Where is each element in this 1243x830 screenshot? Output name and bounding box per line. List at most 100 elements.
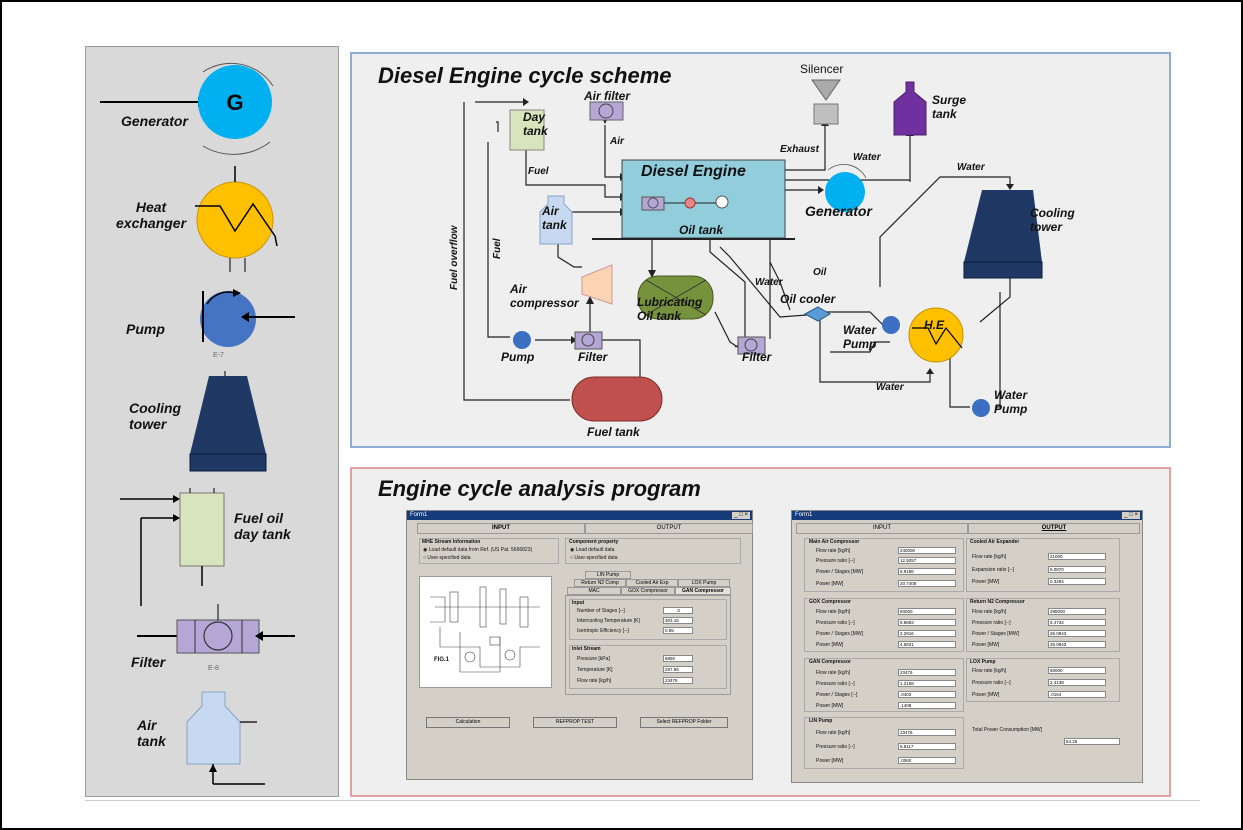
mac-row-value[interactable]: 12.9257 <box>898 557 956 564</box>
water-pump-label-1: Water Pump <box>843 323 877 351</box>
generator-symbol: G <box>100 62 274 155</box>
tab-mac[interactable]: MAC <box>567 587 621 595</box>
rn2-row-value[interactable]: 6.4734 <box>1048 619 1106 626</box>
tab-input[interactable]: INPUT <box>417 523 585 534</box>
diesel-engine-shape <box>621 159 786 239</box>
tab-input[interactable]: INPUT <box>796 523 968 534</box>
tab-lin-pump[interactable]: LIN Pump <box>585 571 631 579</box>
cae-row-value[interactable]: 6.0870 <box>1048 566 1106 573</box>
mhe-option-user[interactable]: ○ User-specified data <box>423 555 471 561</box>
calculation-button[interactable]: Calculation <box>426 717 510 728</box>
gan-row-value[interactable]: 1.2168 <box>898 680 956 687</box>
gan-tab-body <box>565 595 731 695</box>
rn2-row-label: Power [MW] <box>972 642 1000 648</box>
gox-row-value[interactable]: 6.8693 <box>898 619 956 626</box>
cae-title: Cooled Air Expander <box>970 539 1020 545</box>
mhe-option-default[interactable]: ◉ Load default data from Ref. (US Pat. 5… <box>423 547 533 553</box>
rn2-row-value[interactable]: 285000 <box>1048 608 1106 615</box>
legend-air-tank-label: Air tank <box>137 717 166 750</box>
cooling-tower-shape <box>963 190 1043 279</box>
gox-row-value[interactable]: 60000 <box>898 608 956 615</box>
refprop-test-button[interactable]: REFPROP TEST <box>533 717 617 728</box>
lox-row-label: Flow rate [kg/h] <box>972 668 1007 674</box>
oil-label: Oil <box>813 267 827 278</box>
mac-title: Main Air Compressor <box>809 539 860 545</box>
tab-lox-pump[interactable]: LOX Pump <box>678 579 730 587</box>
select-refprop-folder-button[interactable]: Select REFPROP Folder <box>640 717 728 728</box>
num-stages-field[interactable]: 3 <box>663 607 693 614</box>
air-compressor-label: Air compressor <box>510 282 579 310</box>
water-label-2: Water <box>957 162 985 173</box>
rn2-row-label: Flow rate [kg/h] <box>972 609 1007 615</box>
lin-row-value[interactable]: .0060 <box>898 757 956 764</box>
gox-title: GOX Compressor <box>809 599 851 605</box>
rn2-row-value[interactable]: 26.0943 <box>1048 641 1106 648</box>
mac-row-value[interactable]: 240000 <box>898 547 956 554</box>
tab-gox-compressor[interactable]: GOX Compressor <box>621 587 675 595</box>
lubricating-oil-tank-label: Lubricating Oil tank <box>637 295 703 323</box>
total-power-label: Total Power Consumption [MW] <box>972 727 1043 733</box>
lin-row-value[interactable]: 6.5117 <box>898 743 956 750</box>
oil-cooler-label: Oil cooler <box>780 292 836 306</box>
lox-row-value[interactable]: 60000 <box>1048 667 1106 674</box>
lox-row-label: Pressure ratio [--] <box>972 680 1011 686</box>
intercool-temp-field[interactable]: 303.15 <box>663 617 693 624</box>
lox-row-value[interactable]: .0164 <box>1048 691 1106 698</box>
mac-row-label: Pressure ratio [--] <box>816 558 855 564</box>
legend-symbols: G <box>100 62 295 785</box>
isen-eff-field[interactable]: 0.85 <box>663 627 693 634</box>
divider <box>85 800 1200 801</box>
isen-eff-label: Isentropic Efficiency [--] <box>577 628 629 634</box>
gan-group <box>804 658 964 712</box>
tab-cooled-air-exp[interactable]: Cooled Air Exp <box>626 579 678 587</box>
mac-row-value[interactable]: 6.9186 <box>898 568 956 575</box>
flow-rate-label: Flow rate [kg/h] <box>577 678 612 684</box>
air-tank-shape <box>539 195 573 245</box>
cae-row-value[interactable]: 21000 <box>1048 553 1106 560</box>
component-option-user[interactable]: ○ User-specified data <box>570 555 618 561</box>
fuel-oil-day-tank-symbol <box>120 488 225 606</box>
rn2-row-label: Pressure ratio [--] <box>972 620 1011 626</box>
tab-return-n2[interactable]: Return N2 Comp <box>574 579 626 587</box>
lin-row-label: Power [MW] <box>816 758 844 764</box>
fuel-label: Fuel <box>528 166 549 177</box>
gox-row-value[interactable]: 4.5831 <box>898 641 956 648</box>
pump-label: Pump <box>501 350 535 364</box>
lox-group <box>966 658 1120 702</box>
lin-row-value[interactable]: 23476 <box>898 729 956 736</box>
svg-text:G: G <box>226 90 243 115</box>
lin-row-label: Flow rate [kg/h] <box>816 730 851 736</box>
flow-rate-field[interactable]: 23476 <box>663 677 693 684</box>
gan-row-value[interactable]: 23476 <box>898 669 956 676</box>
rn2-title: Return N2 Compressor <box>970 599 1025 605</box>
temperature-field[interactable]: 297.85 <box>663 666 693 673</box>
lin-group <box>804 717 964 769</box>
water-label-3: Water <box>755 277 783 288</box>
air-label: Air <box>610 136 624 147</box>
total-power-value[interactable]: 54.25 <box>1064 738 1120 745</box>
fuel-overflow-label: Fuel overflow <box>449 225 460 290</box>
mac-row-value[interactable]: 20.7408 <box>898 580 956 587</box>
tab-gan-compressor[interactable]: GAN Compressor <box>675 587 731 595</box>
water-pump-shape-1 <box>882 316 900 334</box>
rn2-row-value[interactable]: 26.0943 <box>1048 630 1106 637</box>
tab-output[interactable]: OUTPUT <box>968 523 1140 534</box>
window-controls[interactable]: _ □ × <box>1122 512 1140 519</box>
filter-label-2: Filter <box>742 350 772 364</box>
cooling-tower-label: Cooling tower <box>1030 206 1075 234</box>
tab-output[interactable]: OUTPUT <box>585 523 753 534</box>
scheme-diagram <box>463 79 1043 422</box>
legend-generator-label: Generator <box>121 113 188 129</box>
window-controls[interactable]: _ □ × <box>732 512 750 519</box>
lubricating-oil-tank-shape <box>637 275 714 320</box>
gan-row-value[interactable]: .1408 <box>898 702 956 709</box>
lox-row-value[interactable]: 2.4138 <box>1048 679 1106 686</box>
component-option-default[interactable]: ◉ Load default data <box>570 547 615 553</box>
air-tank-symbol <box>186 691 265 785</box>
pressure-field[interactable]: 6850 <box>663 655 693 662</box>
gox-row-value[interactable]: 2.2916 <box>898 630 956 637</box>
gan-row-value[interactable]: .0403 <box>898 691 956 698</box>
legend-heat-exchanger-label: Heat exchanger <box>116 199 187 232</box>
cae-row-value[interactable]: 0.3294 <box>1048 578 1106 585</box>
air-tank-label: Air tank <box>542 204 567 232</box>
